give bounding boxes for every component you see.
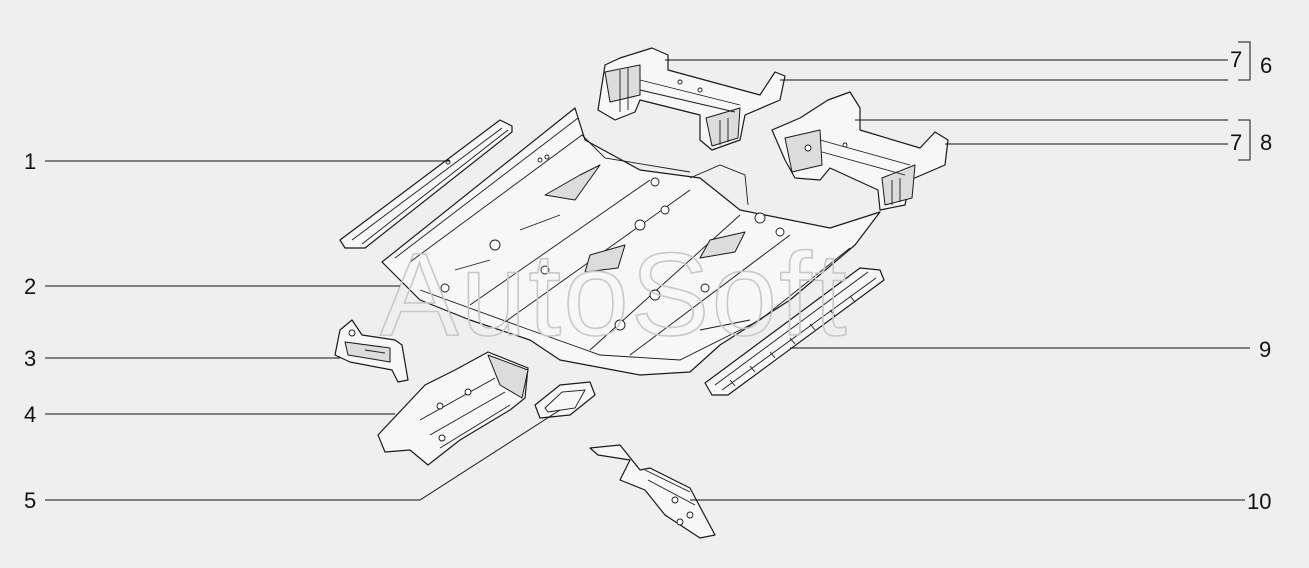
part-bracket <box>334 319 409 383</box>
callout-4: 4 <box>24 402 36 427</box>
callout-7-lower: 7 <box>1230 130 1242 155</box>
part-small-bracket <box>589 444 716 539</box>
callout-7-upper: 7 <box>1230 47 1242 72</box>
part-rear-crossmember-upper <box>597 47 786 151</box>
callout-6: 6 <box>1260 53 1272 78</box>
callout-5: 5 <box>24 488 36 513</box>
callout-10: 10 <box>1247 489 1271 514</box>
part-left-sill <box>339 119 513 249</box>
part-small-plate <box>534 381 596 419</box>
callout-9: 9 <box>1259 337 1271 362</box>
callout-2: 2 <box>24 274 36 299</box>
callout-numbers: 1 2 3 4 5 7 6 7 8 9 10 <box>24 47 1272 514</box>
callout-1: 1 <box>24 149 36 174</box>
part-right-sill <box>704 267 885 396</box>
part-tunnel-reinforcement <box>377 351 529 466</box>
leader-lines <box>45 41 1251 501</box>
callout-3: 3 <box>24 346 36 371</box>
callout-8: 8 <box>1260 130 1272 155</box>
part-rear-crossmember-lower <box>771 91 949 211</box>
part-floor-panel <box>381 107 881 376</box>
watermark-text: AutoSoft <box>380 229 849 361</box>
